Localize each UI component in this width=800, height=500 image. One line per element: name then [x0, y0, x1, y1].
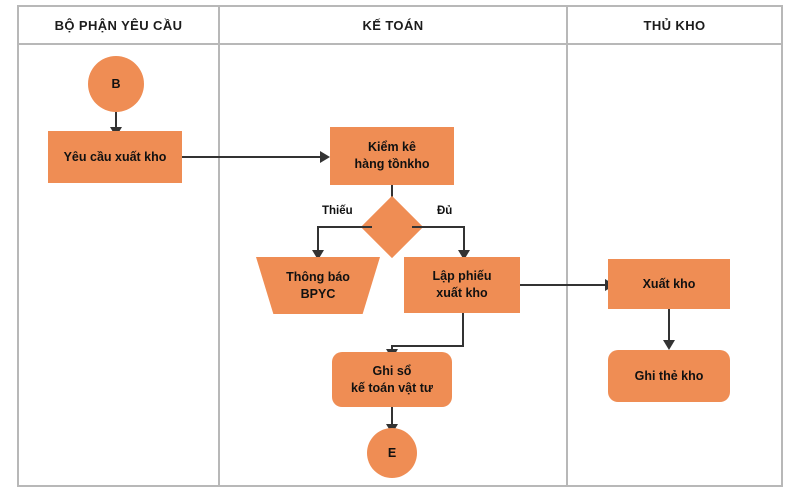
node-xuat-kho[interactable]: Xuất kho	[608, 259, 730, 309]
node-kiem-ke-hang-ton-kho[interactable]: Kiểm kê hàng tồnkho	[330, 127, 454, 185]
connector-lapphieu-to-ghiso-h	[391, 345, 464, 347]
connector-decision-du-vertical	[463, 226, 465, 254]
swimlane-header-row	[19, 7, 781, 45]
arrowhead-decision-to-lapphieu	[458, 250, 470, 260]
connector-lapphieu-to-ghiso-v1	[462, 313, 464, 347]
connector-yeucau-to-kiemke	[182, 156, 323, 158]
lane-header-thu-kho: THỦ KHO	[643, 18, 706, 33]
arrowhead-yeucau-to-kiemke	[320, 151, 330, 163]
lane-header-ke-toan: KẾ TOÁN	[362, 18, 424, 33]
connector-decision-du-horizontal	[412, 226, 465, 228]
lane-header-bo-phan-yeu-cau: BỘ PHẬN YÊU CẦU	[54, 18, 183, 33]
connector-ghiso-to-end	[391, 407, 393, 429]
node-thong-bao-bpyc[interactable]: Thông báo BPYC	[256, 257, 380, 314]
node-decision-ton-kho[interactable]	[360, 195, 424, 259]
node-yeu-cau-xuat-kho[interactable]: Yêu cầu xuất kho	[48, 131, 182, 183]
arrowhead-xuatkho-to-ghithekho	[663, 340, 675, 350]
edge-label-thieu: Thiếu	[322, 205, 353, 217]
node-ghi-so-ke-toan-vat-tu[interactable]: Ghi sổ kế toán vật tư	[332, 352, 452, 407]
node-lap-phieu-xuat-kho[interactable]: Lập phiếu xuất kho	[404, 257, 520, 313]
edge-label-du: Đủ	[437, 205, 453, 217]
connector-decision-thieu-horizontal	[317, 226, 372, 228]
connector-start-to-yeucau	[115, 112, 117, 131]
arrowhead-decision-to-thongbao	[312, 250, 324, 260]
connector-decision-thieu-vertical	[317, 226, 319, 254]
node-ghi-the-kho[interactable]: Ghi thẻ kho	[608, 350, 730, 402]
node-start-b[interactable]: B	[88, 56, 144, 112]
lane-divider-1	[218, 7, 220, 485]
node-end-e[interactable]: E	[367, 428, 417, 478]
connector-xuatkho-to-ghithekho	[668, 309, 670, 343]
lane-divider-2	[566, 7, 568, 485]
connector-lapphieu-to-xuatkho	[520, 284, 608, 286]
